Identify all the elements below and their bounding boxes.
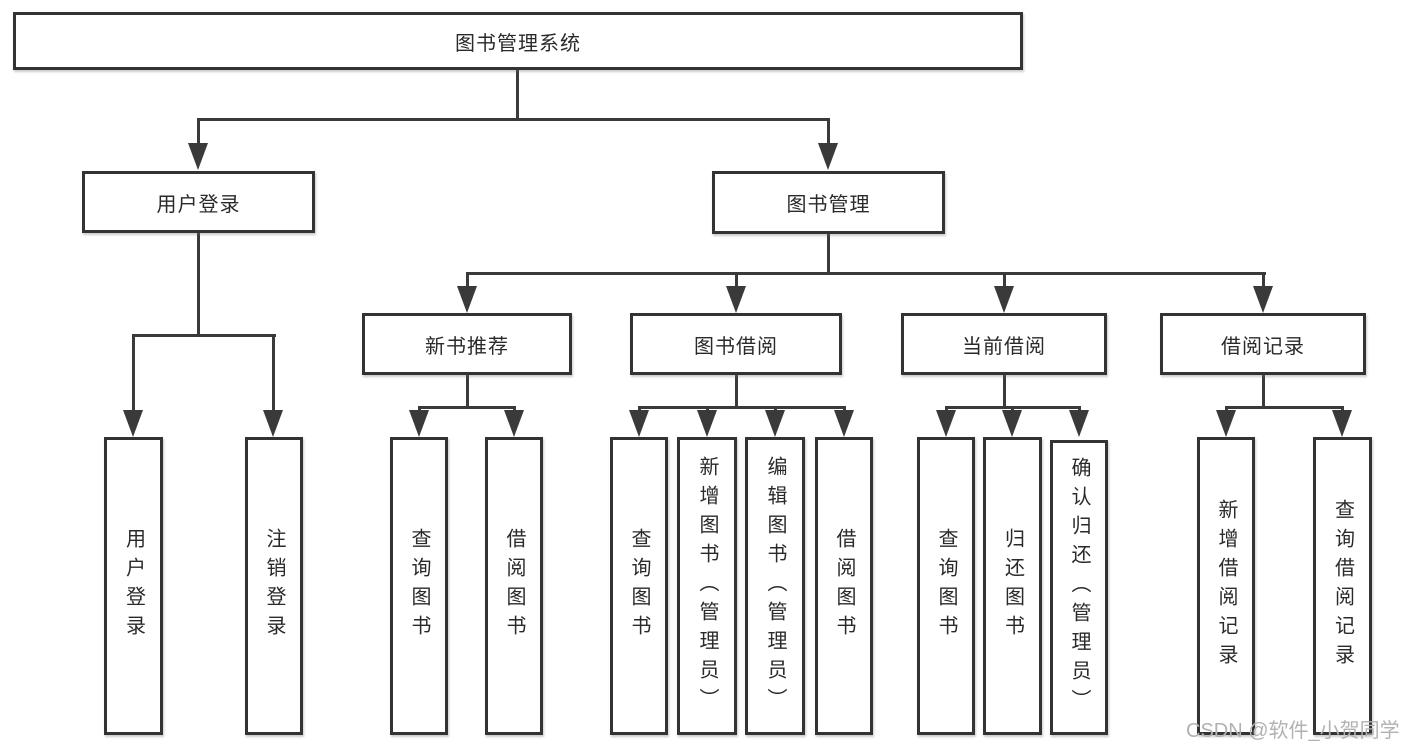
node-book-management: 图书管理 [712, 171, 945, 234]
leaf-borrow-books-recommend: 借阅图书 [485, 437, 543, 735]
node-new-book-recommend: 新书推荐 [362, 313, 572, 375]
leaf-query-borrow-record: 查询借阅记录 [1313, 437, 1372, 735]
leaf-return-book: 归还图书 [983, 437, 1042, 735]
arrowhead-g5-1 [1216, 410, 1236, 437]
leaf-return-book-label: 归还图书 [1001, 528, 1024, 644]
node-book-borrow: 图书借阅 [630, 313, 842, 375]
connector-drop-leaf-logout [272, 334, 275, 412]
leaf-user-login: 用户登录 [104, 437, 163, 735]
connector-borrowrecords-split [1225, 406, 1344, 409]
arrowhead-book-borrow [726, 286, 746, 313]
leaf-confirm-return-admin: 确认归还（管理员） [1050, 440, 1108, 735]
connector-borrowrecords-stem [1262, 375, 1265, 409]
arrowhead-g4-2 [1002, 410, 1022, 437]
connector-drop-borrow-records [1262, 272, 1265, 290]
leaf-edit-book-admin: 编辑图书（管理员） [745, 437, 805, 735]
connector-drop-current-borrow [1003, 272, 1006, 290]
arrowhead-borrow-records [1253, 286, 1273, 313]
leaf-edit-book-admin-label: 编辑图书（管理员） [764, 455, 786, 717]
connector-bookborrow-split [638, 406, 846, 409]
arrowhead-g5-2 [1332, 410, 1352, 437]
node-current-borrow: 当前借阅 [901, 313, 1107, 375]
connector-drop-leaf-login [132, 334, 135, 412]
leaf-add-borrow-record-label: 新增借阅记录 [1215, 499, 1237, 673]
connector-bookmgmt-stem [827, 234, 830, 274]
arrowhead-g3-2 [697, 410, 717, 437]
leaf-query-books-current-label: 查询图书 [935, 528, 957, 644]
connector-drop-new-books [466, 272, 469, 290]
arrowhead-g2-2 [504, 410, 524, 437]
leaf-add-book-admin-label: 新增图书（管理员） [696, 455, 718, 717]
connector-bookborrow-stem [735, 375, 738, 409]
arrowhead-g4-1 [936, 410, 956, 437]
connector-newbooks-split [418, 406, 516, 409]
leaf-logout-label: 注销登录 [263, 528, 285, 644]
leaf-add-book-admin: 新增图书（管理员） [677, 437, 737, 735]
connector-currentborrow-stem [1003, 375, 1006, 409]
node-root: 图书管理系统 [13, 12, 1023, 70]
connector-userlogin-split [132, 334, 276, 337]
leaf-logout: 注销登录 [245, 437, 303, 735]
arrowhead-g3-1 [629, 410, 649, 437]
arrowhead-new-books [457, 286, 477, 313]
arrowhead-g2-1 [409, 410, 429, 437]
leaf-confirm-return-admin-label: 确认归还（管理员） [1068, 457, 1090, 718]
connector-userlogin-stem [197, 233, 200, 336]
connector-drop-book-borrow [735, 272, 738, 290]
csdn-watermark: CSDN @软件_小贺同学 [1186, 720, 1400, 742]
arrowhead-g3-3 [765, 410, 785, 437]
connector-level3-split [466, 272, 1266, 275]
leaf-query-books-recommend: 查询图书 [390, 437, 448, 735]
node-user-login: 用户登录 [82, 171, 315, 233]
leaf-query-borrow-record-label: 查询借阅记录 [1331, 499, 1354, 673]
leaf-borrow-books-recommend-label: 借阅图书 [503, 528, 525, 644]
leaf-borrow-books-label: 借阅图书 [833, 528, 855, 644]
arrowhead-g4-3 [1069, 410, 1089, 437]
connector-drop-user-login [197, 118, 200, 150]
arrowhead-leaf-logout [263, 410, 283, 437]
arrowhead-book-mgmt [818, 143, 838, 170]
leaf-query-books-borrow: 查询图书 [610, 437, 668, 735]
leaf-borrow-books: 借阅图书 [815, 437, 873, 735]
leaf-user-login-label: 用户登录 [122, 528, 145, 644]
leaf-query-books-recommend-label: 查询图书 [408, 528, 430, 644]
connector-newbooks-stem [466, 375, 469, 409]
leaf-query-books-borrow-label: 查询图书 [628, 528, 650, 644]
node-borrow-records: 借阅记录 [1160, 313, 1366, 375]
arrowhead-leaf-login [123, 410, 143, 437]
leaf-add-borrow-record: 新增借阅记录 [1197, 437, 1255, 735]
connector-level1-split [197, 118, 830, 121]
connector-drop-book-mgmt [827, 118, 830, 150]
connector-root-stem [516, 68, 519, 121]
leaf-query-books-current: 查询图书 [917, 437, 975, 735]
arrowhead-current-borrow [994, 286, 1014, 313]
arrowhead-user-login [188, 143, 208, 170]
arrowhead-g3-4 [834, 410, 854, 437]
